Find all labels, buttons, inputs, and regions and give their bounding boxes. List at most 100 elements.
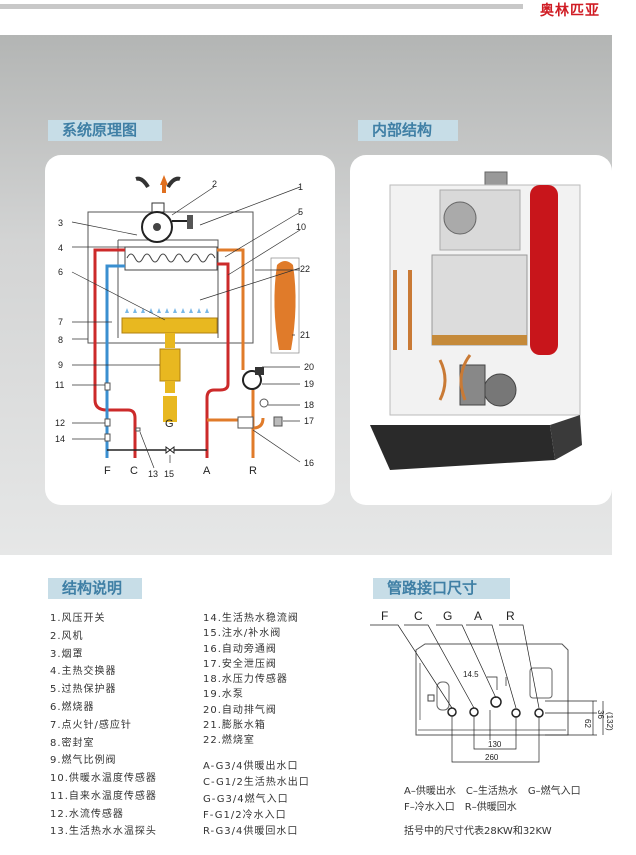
combustion-chamber	[431, 254, 528, 346]
fan-outlet	[151, 202, 165, 213]
callout-3: 3	[58, 218, 63, 228]
callout-14: 14	[55, 434, 65, 444]
port-r: R	[249, 465, 257, 477]
port-f: F	[104, 465, 111, 477]
legend-item: 20.自动排气阀	[203, 705, 277, 716]
port-c: C	[130, 465, 138, 477]
legend-port: R-G3/4供暖回水口	[203, 826, 299, 837]
legend-item: 19.水泵	[203, 689, 244, 700]
label-f: F	[381, 609, 388, 623]
port-key-line2: F–冷水入口 R–供暖回水	[404, 802, 517, 813]
burner	[121, 317, 218, 334]
label-c: C	[414, 609, 423, 623]
header-bar	[0, 4, 523, 9]
dim-132: (132)	[605, 712, 614, 731]
fill-valve-icon	[165, 446, 175, 454]
callout-13: 13	[148, 469, 158, 479]
legend-item: 3.烟罩	[50, 649, 84, 660]
legend-item: 12.水流传感器	[50, 809, 124, 820]
heating-outlet-pipe	[205, 262, 230, 458]
interior-title: 内部结构	[358, 120, 458, 141]
legend-item: 18.水压力传感器	[203, 674, 288, 685]
bypass-valve-icon	[237, 416, 254, 429]
legend-item: 9.燃气比例阀	[50, 755, 117, 766]
legend-item: 15.注水/补水阀	[203, 628, 282, 639]
cold-water-pipe	[105, 264, 125, 458]
label-r: R	[506, 609, 515, 623]
connector-c	[469, 707, 479, 717]
pump-icon	[242, 370, 262, 390]
schematic-title: 系统原理图	[48, 120, 162, 141]
callout-22: 22	[300, 264, 310, 274]
callout-12: 12	[55, 418, 65, 428]
callout-10: 10	[296, 222, 306, 232]
dimension-footnote: 括号中的尺寸代表28KW和32KW	[404, 826, 552, 837]
callout-17: 17	[304, 416, 314, 426]
label-g: G	[443, 609, 452, 623]
callout-5: 5	[298, 207, 303, 217]
brand-logo: 奥林匹亚	[540, 3, 600, 19]
callout-19: 19	[304, 379, 314, 389]
connector-a	[511, 708, 521, 718]
legend-item: 4.主热交换器	[50, 666, 117, 677]
callout-4: 4	[58, 243, 63, 253]
legend-port: A-G3/4供暖出水口	[203, 761, 299, 772]
legend-port: F-G1/2冷水入口	[203, 810, 287, 821]
legend-item: 22.燃烧室	[203, 735, 255, 746]
callout-16: 16	[304, 458, 314, 468]
expansion-tank	[274, 261, 296, 350]
callout-9: 9	[58, 360, 63, 370]
pressure-sensor-icon	[259, 398, 269, 408]
hot-water-pipe	[93, 248, 137, 458]
pressure-switch-icon	[187, 215, 193, 229]
bottom-tray	[370, 425, 555, 470]
callout-21: 21	[300, 330, 310, 340]
callout-20: 20	[304, 362, 314, 372]
connector-g	[490, 696, 502, 708]
pump	[483, 373, 517, 407]
callout-8: 8	[58, 335, 63, 345]
callout-11: 11	[55, 380, 64, 390]
callout-7: 7	[58, 317, 63, 327]
legend-item: 10.供暖水温度传感器	[50, 773, 157, 784]
label-a: A	[474, 609, 482, 623]
interior-photo	[370, 171, 582, 470]
legend-item: 11.自来水温度传感器	[50, 791, 157, 802]
callout-15: 15	[164, 469, 174, 479]
schematic-diagram: 1 2 3 4 5 6 7 8 9 10 11 12 13 14 15 16 1…	[55, 175, 314, 479]
heating-flow-pipe	[217, 248, 245, 370]
leader-lines	[71, 186, 301, 469]
legend-item: 21.膨胀水箱	[203, 720, 266, 731]
dim-130: 130	[488, 740, 502, 749]
legend-port: C-G1/2生活热水出口	[203, 777, 310, 788]
connector-f	[447, 707, 457, 717]
legend-title: 结构说明	[48, 578, 142, 599]
connections-title: 管路接口尺寸	[373, 578, 510, 599]
port-a: A	[203, 465, 211, 477]
legend-item: 7.点火针/感应针	[50, 720, 132, 731]
legend-port: G-G3/4燃气入口	[203, 794, 289, 805]
legend-item: 2.风机	[50, 631, 84, 642]
exhaust-arrow-icon	[160, 175, 168, 193]
legend-item: 13.生活热水水温探头	[50, 826, 157, 837]
safety-valve-icon	[273, 416, 283, 427]
legend-item: 8.密封室	[50, 738, 95, 749]
port-g: G	[165, 418, 174, 430]
return-pipe	[207, 390, 265, 458]
callout-2: 2	[212, 179, 217, 189]
legend-item: 17.安全泄压阀	[203, 659, 277, 670]
legend-item: 5.过热保护器	[50, 684, 117, 695]
flue-icon	[135, 176, 181, 189]
burner-flames	[125, 308, 209, 313]
dim-14-5: 14.5	[463, 670, 479, 679]
port-key-line1: A–供暖出水 C–生活热水 G–燃气入口	[404, 786, 581, 797]
callout-6: 6	[58, 267, 63, 277]
gas-inlet-pipe	[163, 396, 177, 422]
legend-item: 14.生活热水稳流阀	[203, 613, 299, 624]
dim-260: 260	[485, 753, 499, 762]
legend-item: 16.自动旁通阀	[203, 644, 277, 655]
connectors	[447, 696, 544, 718]
legend-item: 6.燃烧器	[50, 702, 95, 713]
heat-exchanger	[124, 246, 218, 271]
